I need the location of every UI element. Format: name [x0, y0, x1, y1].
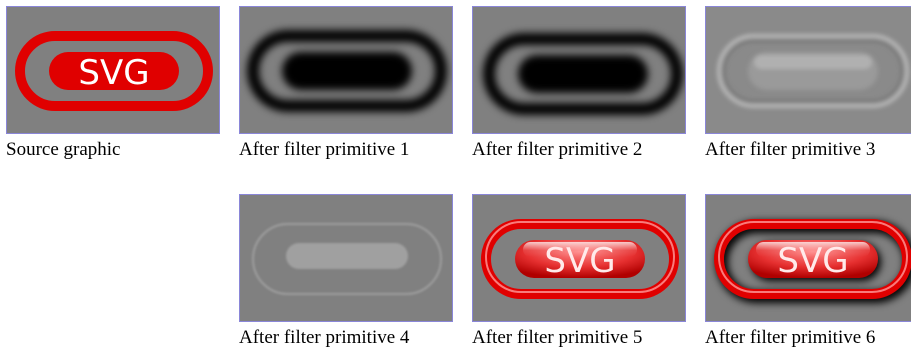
tile-caption: After filter primitive 6	[705, 327, 876, 348]
filter-primitive-4-panel: After filter primitive 4	[239, 194, 459, 348]
source-graphic-panel: SVG Source graphic	[6, 6, 226, 160]
tile-caption: After filter primitive 1	[239, 139, 410, 160]
tile-caption: After filter primitive 3	[705, 139, 876, 160]
tile-caption: Source graphic	[6, 139, 121, 160]
filter-primitive-5-panel: SVG After filter primitive 5	[472, 194, 692, 348]
filter-primitive-2-image	[472, 6, 686, 134]
source-graphic-image: SVG	[6, 6, 220, 134]
filter-primitive-5-image: SVG	[472, 194, 686, 322]
svg-logo-text: SVG	[544, 241, 615, 281]
filter-primitive-1-panel: After filter primitive 1	[239, 6, 459, 160]
filter-primitive-3-panel: After filter primitive 3	[705, 6, 911, 160]
svg-logo-text: SVG	[777, 241, 848, 281]
filter-primitive-1-image	[239, 6, 453, 134]
tile-caption: After filter primitive 4	[239, 327, 410, 348]
filter-primitive-4-image	[239, 194, 453, 322]
filter-primitive-3-image	[705, 6, 911, 134]
filter-primitive-6-image: SVG	[705, 194, 911, 322]
tile-caption: After filter primitive 2	[472, 139, 643, 160]
tile-caption: After filter primitive 5	[472, 327, 643, 348]
filter-primitive-6-panel: SVG After filter primitive 6	[705, 194, 911, 348]
svg-logo-text: SVG	[78, 53, 149, 93]
filter-primitive-2-panel: After filter primitive 2	[472, 6, 692, 160]
